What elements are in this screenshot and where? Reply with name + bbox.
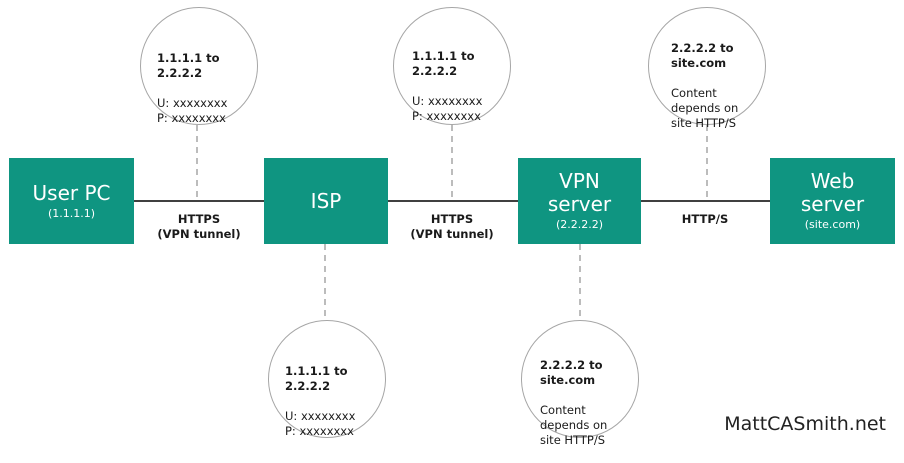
brand-watermark: MattCASmith.net (724, 413, 886, 435)
node-user-pc-title: User PC (32, 180, 111, 205)
bubble-vpn-web-top-route: 2.2.2.2 to site.com (671, 41, 734, 70)
node-web-server-title: Web server (800, 169, 865, 216)
connector-layer (134, 125, 770, 320)
bubble-isp-vpn-top-route: 1.1.1.1 to 2.2.2.2 (412, 49, 475, 78)
bubble-isp-vpn-top-creds: U: xxxxxxxx P: xxxxxxxx (412, 94, 483, 123)
bubble-pc-isp-top-creds: U: xxxxxxxx P: xxxxxxxx (157, 96, 228, 125)
bubble-isp-bottom-creds: U: xxxxxxxx P: xxxxxxxx (285, 409, 356, 438)
node-user-pc-ip: (1.1.1.1) (47, 206, 96, 220)
bubble-vpn-bottom-content: Content depends on site HTTP/S (540, 403, 608, 447)
bubble-vpn-web-top: 2.2.2.2 to site.com Content depends on s… (648, 7, 766, 130)
node-vpn-server-title: VPN server (547, 169, 612, 216)
bubble-isp-bottom: 1.1.1.1 to 2.2.2.2 U: xxxxxxxx P: xxxxxx… (268, 320, 386, 438)
link-label-pc-isp: HTTPS (VPN tunnel) (157, 212, 241, 241)
link-label-isp-vpn: HTTPS (VPN tunnel) (410, 212, 494, 241)
link-label-vpn-web: HTTP/S (681, 212, 729, 226)
node-vpn-server-ip: (2.2.2.2) (555, 218, 604, 231)
node-vpn-server: VPN server (2.2.2.2) (518, 158, 641, 244)
node-web-server: Web server (site.com) (770, 158, 895, 244)
bubble-pc-isp-top-route: 1.1.1.1 to 2.2.2.2 (157, 51, 220, 80)
bubble-isp-bottom-route: 1.1.1.1 to 2.2.2.2 (285, 364, 348, 393)
bubble-vpn-web-top-content: Content depends on site HTTP/S (671, 86, 739, 130)
bubble-pc-isp-top: 1.1.1.1 to 2.2.2.2 U: xxxxxxxx P: xxxxxx… (140, 7, 258, 125)
node-isp-title: ISP (310, 188, 342, 213)
node-isp: ISP (264, 158, 388, 244)
node-user-pc: User PC (1.1.1.1) (9, 158, 134, 244)
bubble-vpn-bottom-route: 2.2.2.2 to site.com (540, 358, 603, 387)
bubble-isp-vpn-top: 1.1.1.1 to 2.2.2.2 U: xxxxxxxx P: xxxxxx… (393, 7, 511, 125)
node-web-server-host: (site.com) (804, 218, 861, 231)
network-diagram: User PC (1.1.1.1) ISP VPN server (2.2.2.… (9, 7, 895, 447)
bubble-vpn-bottom: 2.2.2.2 to site.com Content depends on s… (521, 320, 639, 447)
